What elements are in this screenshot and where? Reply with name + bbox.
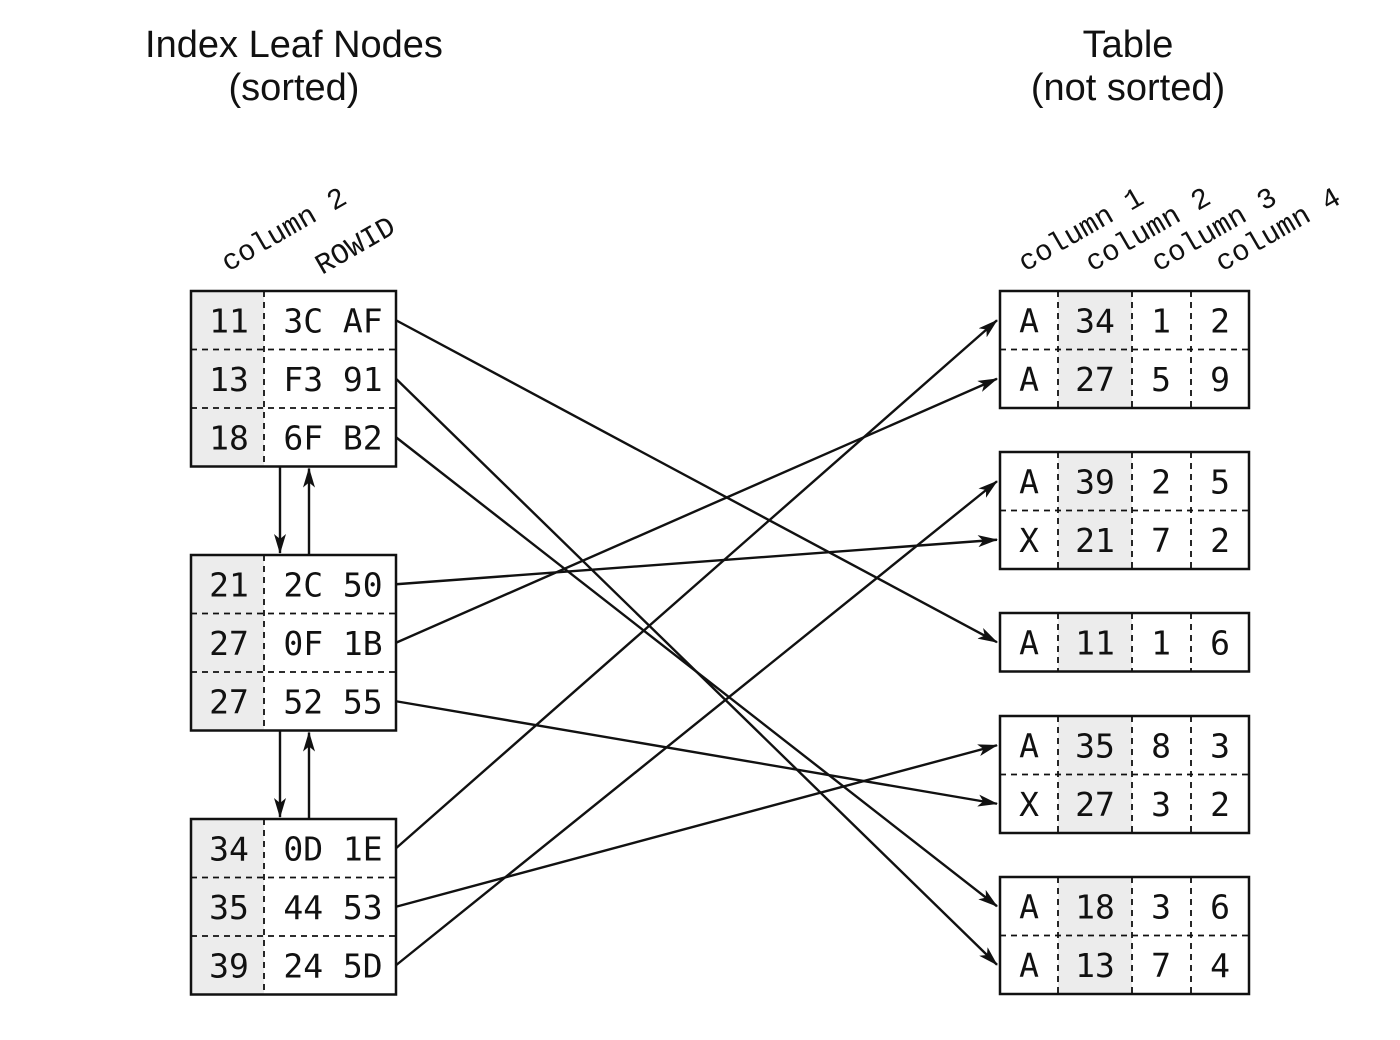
index-rowid-cell: 0D 1E bbox=[283, 829, 382, 868]
table-cell: 3 bbox=[1151, 785, 1171, 824]
table-cell: 5 bbox=[1151, 360, 1171, 399]
rowid-pointer-arrow bbox=[395, 319, 998, 644]
table-cell: 6 bbox=[1210, 887, 1230, 926]
table-cell: A bbox=[1019, 946, 1039, 985]
rowid-pointer-arrow bbox=[395, 480, 998, 967]
index-key-column-shade bbox=[191, 555, 264, 731]
table-title-line2: (not sorted) bbox=[1031, 67, 1225, 109]
rowid-pointer-arrow bbox=[395, 535, 998, 586]
index-title-line2: (sorted) bbox=[229, 67, 360, 109]
index-rowid-cell: F3 91 bbox=[283, 360, 382, 399]
table-cell: 2 bbox=[1210, 301, 1230, 340]
rowid-pointer-arrow bbox=[395, 436, 998, 908]
table-column2-shade bbox=[1058, 613, 1132, 672]
table-cell: A bbox=[1019, 462, 1039, 501]
table-cell: A bbox=[1019, 887, 1039, 926]
table-cell: X bbox=[1019, 521, 1039, 560]
index-rowid-cell: 3C AF bbox=[283, 301, 382, 340]
table-cell: 27 bbox=[1075, 785, 1115, 824]
index-key-cell: 21 bbox=[209, 565, 249, 604]
table-cell: 27 bbox=[1075, 360, 1115, 399]
table-cell: 4 bbox=[1210, 946, 1230, 985]
table-cell: 3 bbox=[1210, 726, 1230, 765]
index-rowid-cell: 0F 1B bbox=[283, 624, 382, 663]
table-cell: 18 bbox=[1075, 887, 1115, 926]
index-key-cell: 11 bbox=[209, 301, 249, 340]
table-block bbox=[998, 611, 1251, 673]
table-cell: 13 bbox=[1075, 946, 1115, 985]
index-key-column-shade bbox=[191, 291, 264, 467]
table-cell: 6 bbox=[1210, 623, 1230, 662]
table-cell: 1 bbox=[1151, 623, 1171, 662]
table-cell: 34 bbox=[1075, 301, 1115, 340]
table-cell: 2 bbox=[1210, 785, 1230, 824]
index-rowid-cell: 2C 50 bbox=[283, 565, 382, 604]
index-key-cell: 27 bbox=[209, 682, 249, 721]
table-cell: A bbox=[1019, 301, 1039, 340]
rowid-pointer-arrow bbox=[395, 744, 998, 908]
table-cell: 21 bbox=[1075, 521, 1115, 560]
table-cell: 2 bbox=[1151, 462, 1171, 501]
table-title-line1: Table bbox=[1083, 24, 1174, 66]
table-cell: 8 bbox=[1151, 726, 1171, 765]
index-rowid-cell: 44 53 bbox=[283, 888, 382, 927]
index-key-cell: 35 bbox=[209, 888, 249, 927]
index-rowid-cell: 6F B2 bbox=[283, 418, 382, 457]
table-cell: 7 bbox=[1151, 946, 1171, 985]
table-cell: 2 bbox=[1210, 521, 1230, 560]
index-key-cell: 34 bbox=[209, 829, 249, 868]
table-cell: 1 bbox=[1151, 301, 1171, 340]
table-cell: 39 bbox=[1075, 462, 1115, 501]
index-rowid-cell: 24 5D bbox=[283, 946, 382, 985]
table-cell: X bbox=[1019, 785, 1039, 824]
index-key-cell: 18 bbox=[209, 418, 249, 457]
index-rowid-cell: 52 55 bbox=[283, 682, 382, 721]
table-cell: 35 bbox=[1075, 726, 1115, 765]
table-cell: 11 bbox=[1075, 623, 1115, 662]
index-key-cell: 27 bbox=[209, 624, 249, 663]
table-cell: 5 bbox=[1210, 462, 1230, 501]
index-title-line1: Index Leaf Nodes bbox=[145, 24, 443, 66]
index-key-cell: 39 bbox=[209, 946, 249, 985]
rowid-pointer-arrow bbox=[395, 319, 998, 850]
rowid-pointer-arrow bbox=[395, 377, 998, 644]
table-cell: A bbox=[1019, 623, 1039, 662]
table-cell: 9 bbox=[1210, 360, 1230, 399]
index-key-column-shade bbox=[191, 819, 264, 995]
table-cell: A bbox=[1019, 360, 1039, 399]
table-cell: A bbox=[1019, 726, 1039, 765]
rowid-pointer-arrow bbox=[395, 700, 998, 807]
index-key-cell: 13 bbox=[209, 360, 249, 399]
table-cell: 3 bbox=[1151, 887, 1171, 926]
table-cell: 7 bbox=[1151, 521, 1171, 560]
